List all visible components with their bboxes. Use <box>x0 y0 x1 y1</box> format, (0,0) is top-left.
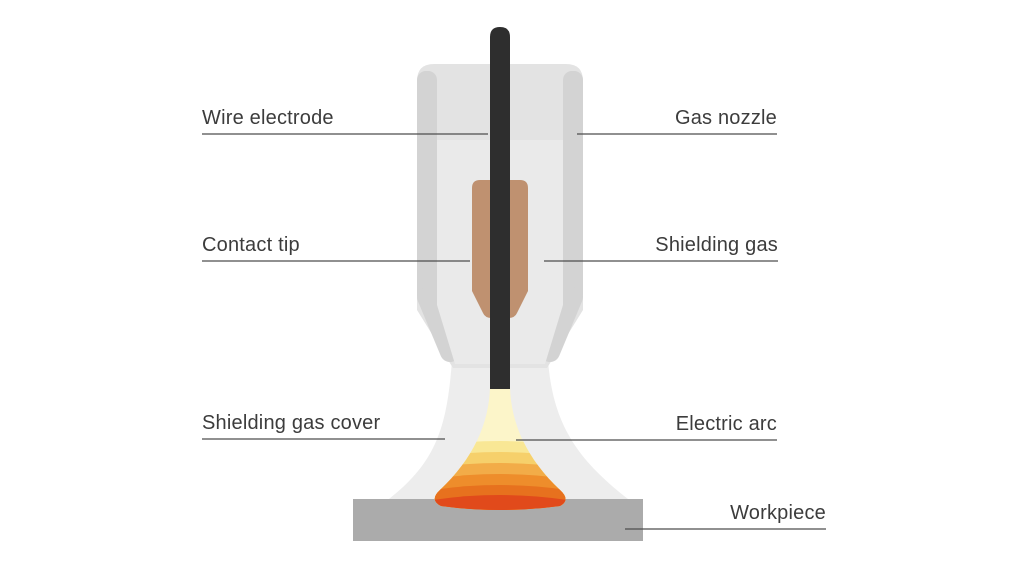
label-shielding-gas: Shielding gas <box>655 234 778 256</box>
nozzle-edge-bar <box>563 71 583 303</box>
label-contact-tip: Contact tip <box>202 234 300 256</box>
nozzle-edge-bar <box>417 71 437 303</box>
leader-lines <box>202 133 826 530</box>
arc-band-weld-pool <box>434 495 566 510</box>
gas-nozzle-left-edge <box>417 71 460 362</box>
label-wire-electrode: Wire electrode <box>202 107 334 129</box>
label-gas-nozzle: Gas nozzle <box>674 107 777 129</box>
label-shielding-gas-cover: Shielding gas cover <box>202 412 381 434</box>
nozzle-edge-taper <box>417 287 460 362</box>
wire-electrode-shape <box>490 27 510 389</box>
label-electric-arc: Electric arc <box>675 413 777 435</box>
gas-nozzle-right-edge <box>540 71 583 362</box>
label-workpiece: Workpiece <box>730 502 826 524</box>
nozzle-edge-taper <box>540 287 583 362</box>
